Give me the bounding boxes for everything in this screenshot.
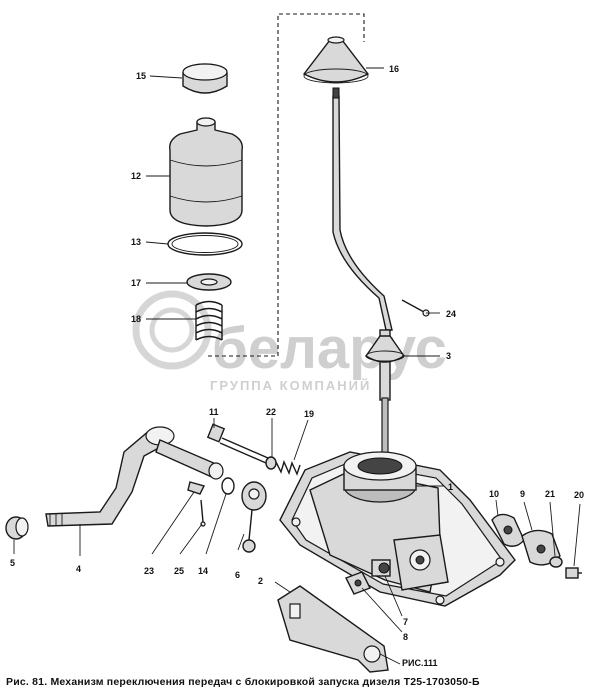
- label-11: 11: [209, 407, 219, 417]
- lever-6: [241, 481, 267, 553]
- bracket-2: [277, 585, 389, 673]
- label-19: 19: [304, 409, 314, 419]
- spring-18: [195, 300, 223, 341]
- boot-12: [169, 117, 243, 227]
- bolt-11: [206, 423, 269, 464]
- label-12: 12: [131, 171, 141, 181]
- label-6: 6: [235, 570, 240, 580]
- label-10: 10: [489, 489, 499, 499]
- label-23: 23: [144, 566, 154, 576]
- label-7: 7: [403, 617, 408, 627]
- washer-17: [186, 273, 232, 291]
- label-20: 20: [574, 490, 584, 500]
- knob-cap-15: [182, 63, 228, 94]
- washer-22: [265, 456, 277, 470]
- housing-1: [279, 451, 516, 607]
- pin-24: [401, 299, 430, 317]
- washer-14: [221, 477, 235, 495]
- label-8: 8: [403, 632, 408, 642]
- label-18: 18: [131, 314, 141, 324]
- cap-5: [5, 516, 29, 540]
- label-13: 13: [131, 237, 141, 247]
- switch-7: [371, 559, 391, 577]
- plate-9: [521, 529, 561, 566]
- leader-lines: [13, 67, 581, 665]
- label-1: 1: [448, 482, 453, 492]
- label-21: 21: [545, 489, 555, 499]
- label-24: 24: [446, 309, 456, 319]
- label-25: 25: [174, 566, 184, 576]
- key-23: [187, 481, 206, 495]
- label-5: 5: [10, 558, 15, 568]
- cone-16: [302, 36, 370, 84]
- watermark-brand: беларус: [212, 316, 447, 381]
- gear-lever: [332, 87, 393, 459]
- label-9: 9: [520, 489, 525, 499]
- label-17: 17: [131, 278, 141, 288]
- figure-caption: Рис. 81. Механизм переключения передач с…: [6, 676, 480, 688]
- assembly-dashed-line: [208, 13, 365, 357]
- pin-25: [200, 499, 206, 527]
- label-2: 2: [258, 576, 263, 586]
- watermark: беларус ГРУППА КОМПАНИЙ: [132, 290, 447, 393]
- callout-labels: 15 12 13 17 18 16 3 24 1 2 7 8 РИС.111 1…: [10, 64, 584, 668]
- connector-8: [345, 571, 371, 595]
- label-4: 4: [76, 564, 81, 574]
- ring-13: [167, 232, 243, 256]
- label-3: 3: [446, 351, 451, 361]
- washer-21: [549, 556, 563, 568]
- label-16: 16: [389, 64, 399, 74]
- label-15: 15: [136, 71, 146, 81]
- label-ref-111: РИС.111: [402, 658, 438, 668]
- watermark-subtitle: ГРУППА КОМПАНИЙ: [210, 378, 371, 393]
- spring-19: [275, 460, 301, 476]
- shift-shaft-4: [45, 426, 224, 527]
- bolt-20: [565, 567, 582, 579]
- label-14: 14: [198, 566, 208, 576]
- label-22: 22: [266, 407, 276, 417]
